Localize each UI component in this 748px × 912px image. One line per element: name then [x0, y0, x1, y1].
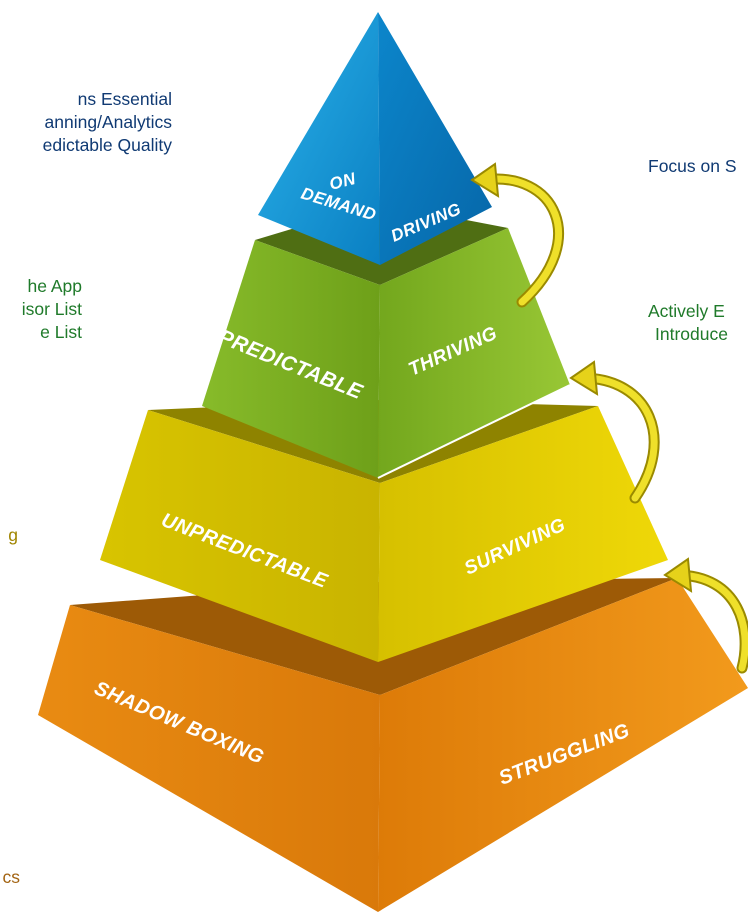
left-note-top: ns Essential anning/Analytics edictable …	[0, 88, 172, 157]
tier-right-face	[378, 578, 748, 912]
note-line: anning/Analytics	[44, 112, 172, 132]
note-line: isor List	[21, 299, 82, 319]
tier-right-face	[378, 228, 570, 478]
note-line: ns Essential	[77, 89, 172, 109]
tier-right-face	[378, 406, 668, 662]
arrow-up-icon	[663, 557, 748, 674]
note-line: e List	[40, 322, 82, 342]
note-line: cs	[2, 867, 21, 887]
left-note-green: he App isor List e List	[0, 275, 82, 344]
right-note-green: Actively E Introduce	[648, 300, 728, 346]
note-line: g	[8, 525, 18, 545]
tier-on-demand	[258, 12, 492, 265]
tier-left-face	[38, 605, 380, 912]
tier-left-face	[202, 240, 380, 478]
tier-left-face	[258, 12, 380, 265]
left-note-orange: cs	[0, 866, 21, 889]
right-note-top: Focus on S	[648, 155, 737, 178]
note-line: Focus on S	[648, 156, 737, 176]
tier-right-face	[378, 12, 492, 265]
note-line: he App	[27, 276, 83, 296]
note-line: edictable Quality	[42, 135, 172, 155]
left-note-yellow: g	[0, 524, 18, 547]
tier-left-face	[100, 410, 380, 662]
arrow-up-icon	[569, 360, 660, 504]
arrow-up-icon	[470, 162, 565, 308]
note-line: Introduce	[655, 324, 728, 344]
note-line: Actively E	[648, 301, 725, 321]
